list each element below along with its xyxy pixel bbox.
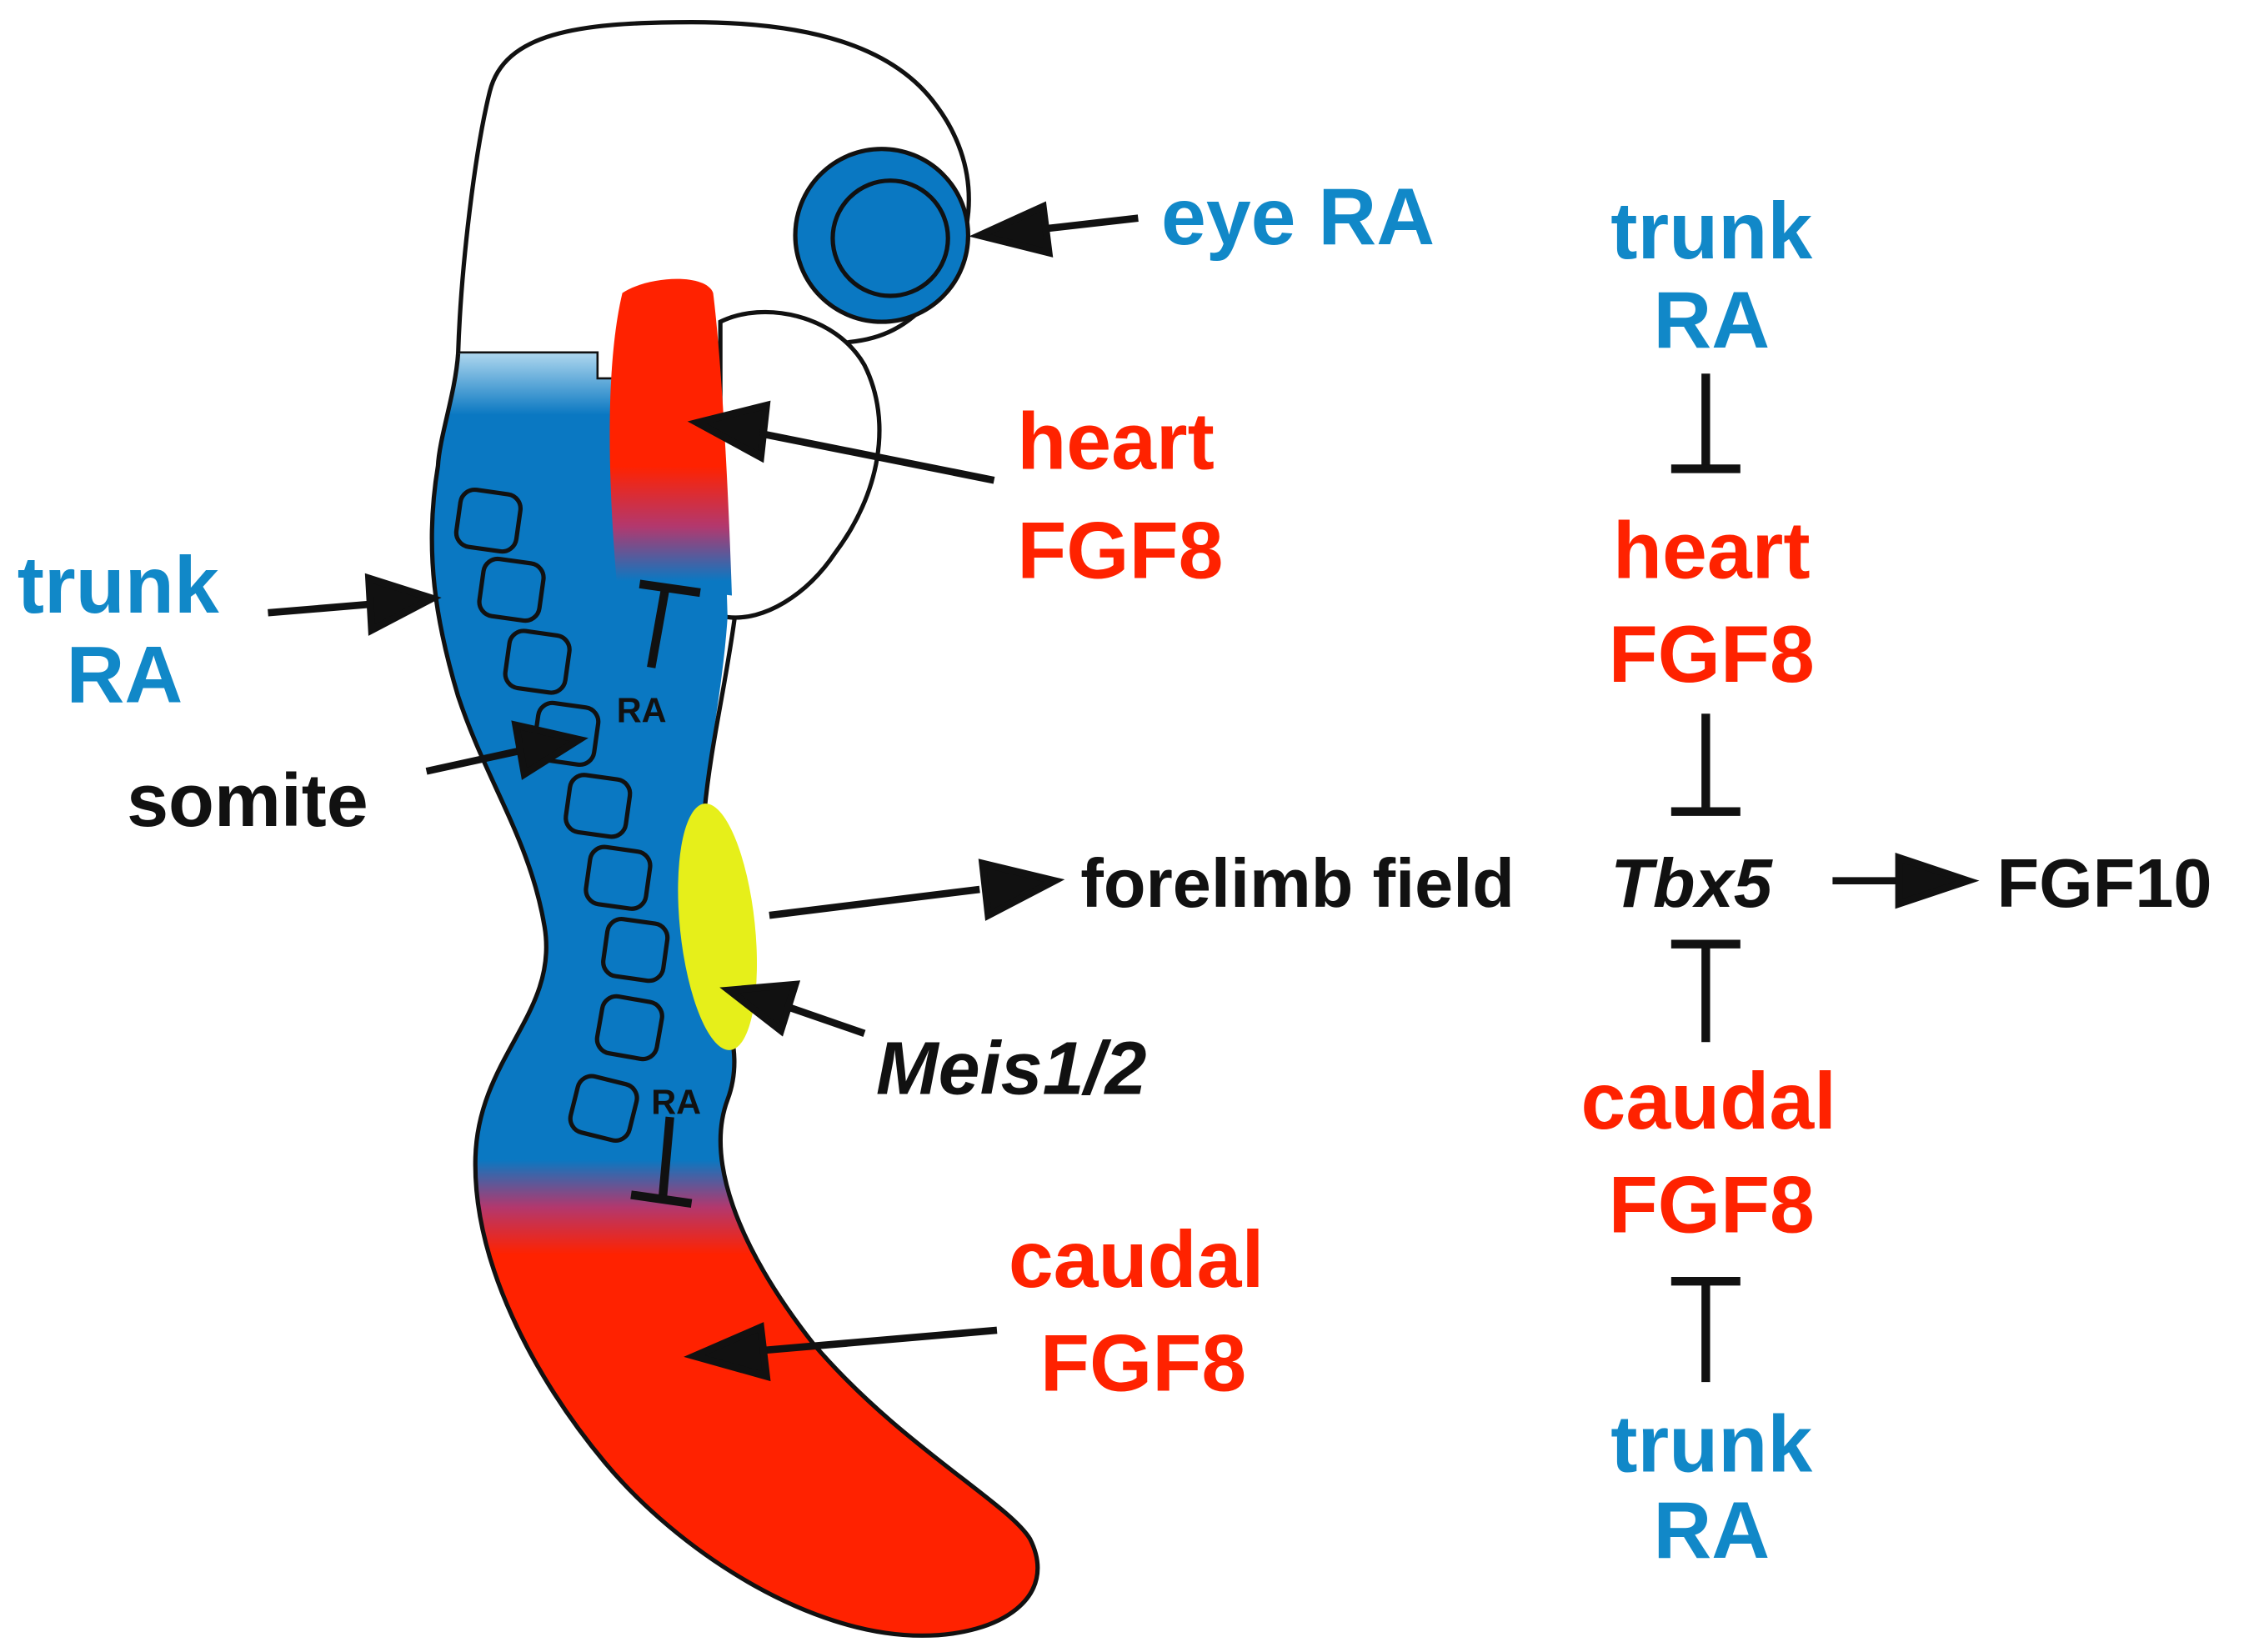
inhibit-caudal-stem <box>658 1116 674 1199</box>
pathway: trunk RA heart FGF8 forelimb field Tbx5 … <box>1080 185 2211 1575</box>
caudal-label-line1: caudal <box>1009 1214 1265 1304</box>
pathway-bottom-trunk-line2: RA <box>1653 1484 1770 1575</box>
trunk-label-line1: trunk <box>18 539 219 630</box>
pathway-heart-line2: FGF8 <box>1609 608 1815 699</box>
embryo-arrows <box>268 201 1139 1382</box>
pathway-caudal-line1: caudal <box>1581 1055 1837 1146</box>
somite-1 <box>453 487 523 554</box>
heart-label-line1: heart <box>1017 395 1215 486</box>
pathway-heart-line1: heart <box>1613 505 1811 596</box>
heart-fgf8-region <box>609 278 732 596</box>
arrow-caudal <box>684 1322 998 1382</box>
trunk-label-line2: RA <box>67 628 183 719</box>
arrow-eye <box>969 201 1139 258</box>
pathway-bottom-trunk-line1: trunk <box>1610 1398 1812 1489</box>
somite-9 <box>568 1074 639 1143</box>
inhibit-heart-stem <box>647 586 670 668</box>
somite-7 <box>601 916 670 984</box>
somite-5 <box>563 773 633 839</box>
caudal-label-line2: FGF8 <box>1040 1318 1246 1409</box>
ra-upper-label: RA <box>617 691 667 730</box>
eye-inner <box>830 178 950 298</box>
pathway-inhibit-3 <box>1670 939 1741 1043</box>
arrow-forelimb <box>769 859 1065 921</box>
pathway-inhibit-1 <box>1670 373 1741 473</box>
pathway-inhibit-4 <box>1670 1276 1741 1383</box>
pathway-top-trunk-line1: trunk <box>1610 185 1812 276</box>
ra-lower-label: RA <box>651 1083 701 1122</box>
pathway-caudal-line2: FGF8 <box>1609 1159 1815 1249</box>
heart-outline <box>718 309 882 620</box>
inhibit-caudal-bar <box>630 1190 693 1208</box>
somite-8 <box>594 994 664 1062</box>
arrow-trunk <box>268 573 442 636</box>
pathway-inhibit-2 <box>1670 713 1741 816</box>
embryo-inhibitions <box>630 579 701 1208</box>
inhibit-heart-bar <box>639 579 701 598</box>
pathway-arrow-fgf10 <box>1832 853 1980 909</box>
arrow-meis <box>719 980 866 1037</box>
meis-label: Meis1/2 <box>876 1027 1147 1110</box>
embryo-body-outline <box>429 353 1040 1638</box>
somite-3 <box>503 628 572 695</box>
eye-ra-label: eye RA <box>1161 171 1435 262</box>
pathway-tbx5: Tbx5 <box>1610 844 1773 922</box>
somites <box>453 487 670 1143</box>
somite-label: somite <box>127 759 368 843</box>
pathway-top-trunk-line2: RA <box>1653 274 1770 365</box>
pathway-forelimb-field: forelimb field <box>1080 844 1515 922</box>
heart-label-line2: FGF8 <box>1017 505 1223 596</box>
arrow-somite <box>425 720 589 780</box>
somite-6 <box>584 844 653 911</box>
somite-2 <box>477 556 546 623</box>
arrow-heart <box>687 400 995 484</box>
embryo-body <box>432 353 1038 1636</box>
pathway-fgf10: FGF10 <box>1996 844 2211 922</box>
